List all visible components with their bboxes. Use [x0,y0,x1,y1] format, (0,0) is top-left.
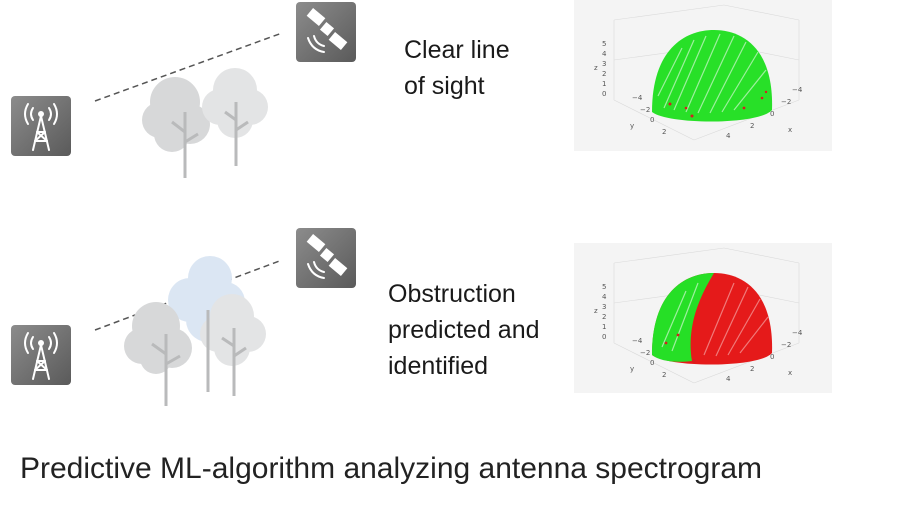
z-tick: 2 [602,313,606,321]
x-tick: 4 [726,375,731,383]
visibility-dome [652,273,772,365]
x-tick: −4 [792,329,803,337]
y-axis-label: y [630,365,634,373]
z-tick: 1 [602,323,606,331]
x-tick: 0 [770,353,774,361]
caption: Predictive ML-algorithm analyzing antenn… [20,452,762,486]
label-line: Obstruction [388,276,540,312]
z-tick: 0 [602,333,606,341]
trees-illustration [120,250,280,410]
label-line: predicted and [388,312,540,348]
y-tick: 2 [662,371,666,379]
y-tick: 0 [650,359,654,367]
z-tick: 3 [602,303,606,311]
y-tick: −2 [640,349,650,357]
y-tick: −4 [632,337,643,345]
x-tick: 2 [750,365,754,373]
obstruction-label: Obstruction predicted and identified [388,276,540,384]
z-axis-label: z [594,307,598,315]
spectrogram-plot-obstruction: 5 4 3 z 2 1 0 −4 −2 0 2 y 4 2 0 −2 −4 x [574,243,832,393]
x-axis-label: x [788,369,792,377]
satellite-icon [296,228,356,288]
x-tick: −2 [781,341,791,349]
z-tick: 5 [602,283,606,291]
z-tick: 4 [602,293,607,301]
label-line: identified [388,348,540,384]
